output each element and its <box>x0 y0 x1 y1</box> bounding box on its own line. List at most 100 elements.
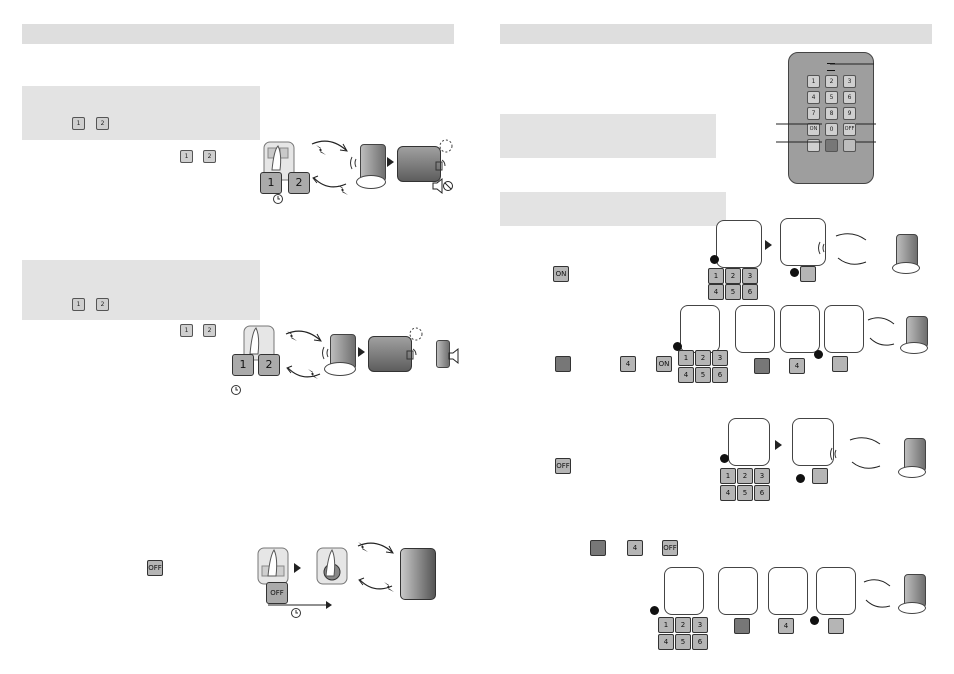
seq-key-1: 1 <box>708 268 724 284</box>
info-box-3 <box>500 114 716 158</box>
seq-key-6: 6 <box>692 634 708 650</box>
step-marker-dot <box>710 255 719 264</box>
key-1-inline: 1 <box>180 150 193 163</box>
key-2-inline: 2 <box>203 324 216 337</box>
keypad-key-4: 4 <box>807 91 820 104</box>
keypad-small-figure <box>735 305 775 353</box>
detector-base-ellipse <box>356 175 386 189</box>
keypad-key-9: 9 <box>843 107 856 120</box>
seq-key-blank <box>828 618 844 634</box>
info-box-4 <box>500 192 726 226</box>
seq-key-2: 2 <box>737 468 753 484</box>
curved-arrow-icon <box>285 330 322 378</box>
keypad-small-figure <box>816 567 856 615</box>
keypad-small-figure <box>824 305 864 353</box>
remote-outline <box>257 547 289 585</box>
step-marker-dot <box>810 616 819 625</box>
detector-base-ellipse <box>892 262 920 274</box>
detector-base-ellipse <box>900 342 928 354</box>
speaker-muted-icon <box>432 177 453 195</box>
seq-key-blank <box>832 356 848 372</box>
detector-base-ellipse <box>324 362 356 376</box>
flash-burst-icon <box>409 327 423 341</box>
phone-icon <box>406 348 417 360</box>
signal-waves-icon <box>350 156 357 170</box>
remote-pressed-figure <box>316 546 348 586</box>
keypad-callout-lines <box>776 63 876 143</box>
play-arrow-icon <box>387 157 394 167</box>
remote-off-figure: OFF <box>254 546 294 604</box>
seq-key-blank <box>812 468 828 484</box>
keypad-key-3: 3 <box>843 75 856 88</box>
signal-waves-icon <box>322 346 329 360</box>
signal-waves-icon <box>830 447 837 461</box>
key-2-inline: 2 <box>203 150 216 163</box>
key-partial-inline <box>590 540 606 556</box>
key-4-inline: 4 <box>620 356 636 372</box>
big-key-2: 2 <box>258 354 280 376</box>
seq-key-1: 1 <box>658 617 674 633</box>
seq-key-4: 4 <box>789 358 805 374</box>
seq-key-2: 2 <box>725 268 741 284</box>
remote-outline <box>316 547 348 585</box>
seq-key-2: 2 <box>695 350 711 366</box>
keypad-small-figure <box>792 418 834 466</box>
clock-icon <box>273 194 283 204</box>
info-box-2: 1 2 <box>22 260 260 320</box>
seq-key-4: 4 <box>720 485 736 501</box>
seq-key-6: 6 <box>742 284 758 300</box>
info-box-1: 1 2 <box>22 86 260 140</box>
seq-key-blank <box>800 266 816 282</box>
key-off-inline: OFF <box>662 540 678 556</box>
keypad-key-program <box>843 139 856 152</box>
keypad-small-figure <box>768 567 808 615</box>
seq-key-5: 5 <box>695 367 711 383</box>
curved-arrow-icon <box>835 233 867 265</box>
big-key-off: OFF <box>266 582 288 604</box>
seq-key-4: 4 <box>658 634 674 650</box>
flash-icon <box>287 331 297 341</box>
key-4-inline: 4 <box>627 540 643 556</box>
curved-arrow-icon <box>867 317 895 346</box>
detector-base-ellipse <box>898 466 926 478</box>
clock-icon <box>291 608 301 618</box>
curved-arrow-icon <box>311 140 348 188</box>
key-1-inline: 1 <box>180 324 193 337</box>
play-arrow-icon <box>775 440 782 450</box>
seq-key-partial <box>754 358 770 374</box>
keypad-small-figure <box>718 567 758 615</box>
keypad-key-7: 7 <box>807 107 820 120</box>
keypad-key-5: 5 <box>825 91 838 104</box>
keypad-key-8: 8 <box>825 107 838 120</box>
seq-key-6: 6 <box>754 485 770 501</box>
siren-device <box>397 146 441 182</box>
key-off-inline: OFF <box>147 560 163 576</box>
keypad-small-figure <box>780 305 820 353</box>
flash-icon <box>316 145 326 155</box>
speaker-icon <box>448 347 459 365</box>
key-on-inline: ON <box>553 266 569 282</box>
keypad-small-figure <box>664 567 704 615</box>
seq-key-3: 3 <box>754 468 770 484</box>
remote-control-figure-1: 1 2 <box>258 140 310 200</box>
keypad-key-off: OFF <box>843 123 856 136</box>
seq-key-3: 3 <box>712 350 728 366</box>
seq-key-2: 2 <box>675 617 691 633</box>
step-marker-dot <box>796 474 805 483</box>
right-page-header-bar <box>500 24 932 44</box>
key-off-inline: OFF <box>555 458 571 474</box>
curved-arrow-icon <box>849 437 881 469</box>
detector-base-ellipse <box>898 602 926 614</box>
outdoor-siren-device <box>400 548 436 600</box>
keypad-small-figure <box>716 220 762 268</box>
seq-key-5: 5 <box>725 284 741 300</box>
play-arrow-icon <box>294 563 301 573</box>
curved-arrow-icon <box>863 579 891 608</box>
keypad-key-zone <box>825 139 838 152</box>
seq-key-5: 5 <box>737 485 753 501</box>
step-marker-dot <box>814 350 823 359</box>
seq-key-4: 4 <box>778 618 794 634</box>
play-arrow-icon <box>358 347 365 357</box>
flash-burst-icon <box>439 139 453 153</box>
seq-key-5: 5 <box>675 634 691 650</box>
